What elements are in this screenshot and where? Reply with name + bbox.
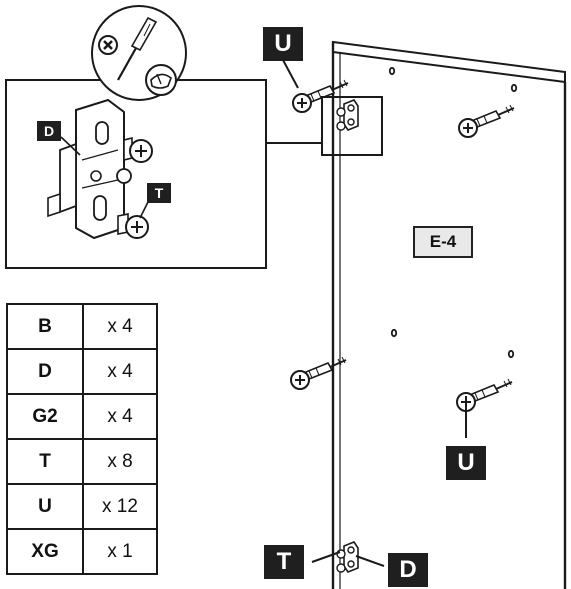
table-row: D x 4 — [6, 348, 158, 395]
callout-leaders — [282, 59, 467, 567]
part-code: B — [6, 303, 84, 350]
parts-table: B x 4 D x 4 G2 x 4 T x 8 U x 12 XG x 1 — [6, 303, 158, 575]
panel-holes — [388, 66, 518, 359]
table-row: XG x 1 — [6, 528, 158, 575]
part-qty: x 4 — [82, 303, 158, 350]
hinge-detail-inset — [5, 79, 267, 269]
part-code: D — [6, 348, 84, 395]
part-qty: x 8 — [82, 438, 158, 485]
no-drill-icon — [98, 35, 118, 55]
part-qty: x 4 — [82, 348, 158, 395]
panel-label-e4: E-4 — [413, 226, 473, 258]
part-code: XG — [6, 528, 84, 575]
callout-t-inset: T — [147, 183, 171, 203]
table-row: T x 8 — [6, 438, 158, 485]
part-qty: x 1 — [82, 528, 158, 575]
screw-upper — [123, 136, 153, 163]
screw-middle — [116, 168, 132, 184]
table-row: B x 4 — [6, 303, 158, 350]
callout-d-inset: D — [37, 121, 61, 141]
callout-t-bottom: T — [264, 545, 304, 579]
phillips-screwdriver-icon — [117, 16, 158, 81]
part-code: T — [6, 438, 84, 485]
panel-e4 — [331, 40, 567, 589]
screwdriver-bit-icon — [145, 64, 177, 96]
table-row: U x 12 — [6, 483, 158, 530]
detail-highlight-box — [321, 96, 383, 156]
part-code: U — [6, 483, 84, 530]
part-qty: x 12 — [82, 483, 158, 530]
part-code: G2 — [6, 393, 84, 440]
part-qty: x 4 — [82, 393, 158, 440]
callout-u-top: U — [263, 27, 303, 61]
callout-u-bottom: U — [446, 446, 486, 480]
screw-lower — [117, 213, 149, 239]
cam-dowels-u — [290, 79, 515, 412]
callout-d-bottom: D — [388, 553, 428, 587]
table-row: G2 x 4 — [6, 393, 158, 440]
